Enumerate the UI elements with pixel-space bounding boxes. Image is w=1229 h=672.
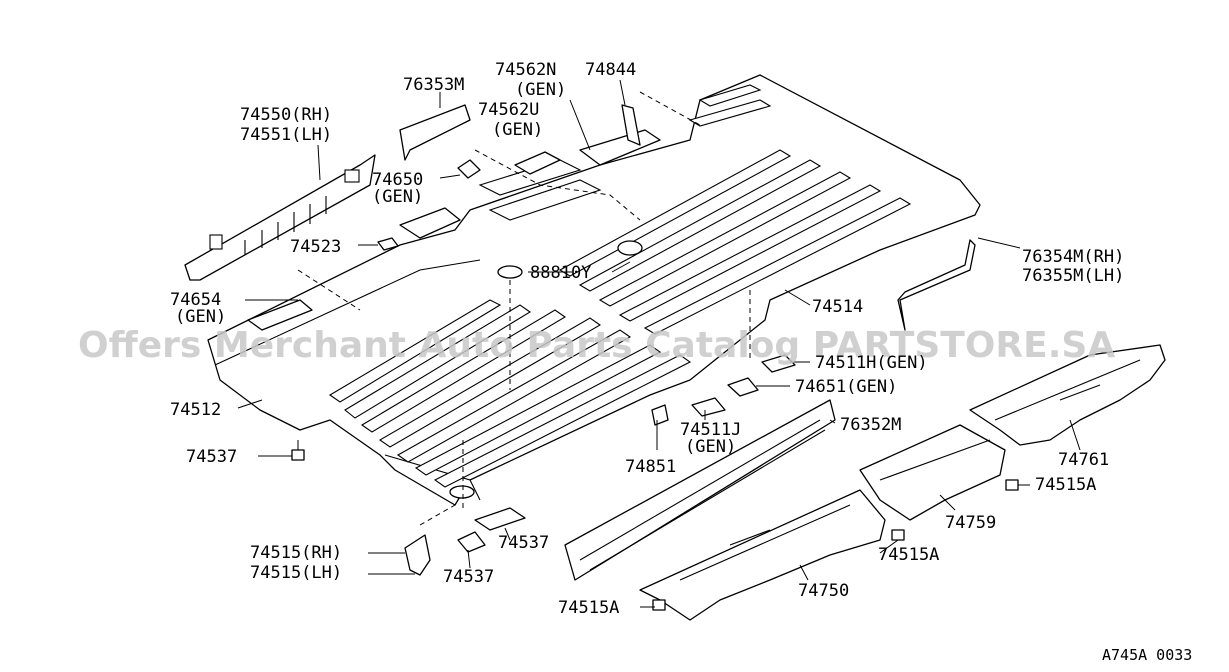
bracket-74851 — [651, 404, 669, 426]
patch-74511H — [761, 354, 796, 373]
patch-74562U — [514, 151, 561, 175]
label-76355M: 76355M(LH) — [1022, 266, 1124, 286]
bracket-74844 — [621, 104, 641, 146]
label-74562U-gen: (GEN) — [492, 120, 543, 140]
bolt-74537 — [291, 440, 305, 461]
label-76353M: 76353M — [403, 75, 464, 95]
label-74515-lh: 74515(LH) — [250, 563, 342, 583]
cross-member-76352M — [564, 399, 836, 581]
watermark-text: Offers Merchant Auto Parts Catalog PARTS… — [78, 325, 1115, 366]
side-panel-74550 — [184, 154, 376, 281]
patch-74562N — [579, 129, 661, 166]
floor-ribs-rear — [558, 84, 912, 335]
bolt-74515A-2 — [891, 529, 905, 541]
label-88810Y: 88810Y — [530, 263, 591, 283]
label-74515A-2: 74515A — [878, 545, 939, 565]
label-74511H: 74511H(GEN) — [815, 353, 928, 373]
bolt-74515A-3 — [652, 599, 666, 611]
label-74550: 74550(RH) — [240, 105, 332, 125]
label-74537-c: 74537 — [443, 567, 494, 587]
label-74562N: 74562N — [495, 60, 556, 80]
label-74761: 74761 — [1058, 450, 1109, 470]
floor-ribs-front — [328, 299, 692, 488]
label-74512: 74512 — [170, 400, 221, 420]
label-74514: 74514 — [812, 297, 863, 317]
label-74650-gen: (GEN) — [372, 187, 423, 207]
label-74750: 74750 — [798, 581, 849, 601]
insulator-74750 — [639, 489, 886, 621]
bracket-76353M — [399, 104, 471, 161]
bracket-74515 — [404, 534, 431, 576]
plug-74523 — [377, 237, 399, 251]
insulator-74759 — [859, 424, 1006, 521]
label-74651: 74651(GEN) — [795, 377, 897, 397]
label-74562N-gen: (GEN) — [515, 80, 566, 100]
patch-74650b — [399, 207, 461, 239]
patch-74650 — [457, 159, 481, 179]
label-74851: 74851 — [625, 457, 676, 477]
label-74511J: 74511J — [680, 420, 741, 440]
label-74515A-3: 74515A — [558, 598, 619, 618]
label-74562U: 74562U — [478, 100, 539, 120]
patch-74651 — [727, 377, 759, 397]
patch-74537b — [474, 507, 526, 531]
label-76352M: 76352M — [840, 415, 901, 435]
bolt-74515A-1 — [1005, 479, 1019, 491]
label-74515-rh: 74515(RH) — [250, 543, 342, 563]
label-76354M: 76354M(RH) — [1022, 247, 1124, 267]
diagram-code: A745A 0033 — [1102, 646, 1192, 664]
label-74537-a: 74537 — [186, 447, 237, 467]
label-74759: 74759 — [945, 513, 996, 533]
leader-lines — [237, 79, 1081, 608]
label-74650: 74650 — [372, 170, 423, 190]
insulator-74761 — [969, 344, 1166, 446]
label-74523: 74523 — [290, 237, 341, 257]
label-74654: 74654 — [170, 290, 221, 310]
patch-74654 — [247, 299, 313, 331]
patch-74511J — [691, 397, 726, 417]
clip-74537c — [457, 531, 486, 553]
label-74844: 74844 — [585, 60, 636, 80]
bracket-76354M — [897, 239, 976, 331]
label-74537-b: 74537 — [498, 533, 549, 553]
label-74515A-1: 74515A — [1035, 475, 1096, 495]
part-labels: 76353M 74562N (GEN) 74844 74562U (GEN) 7… — [170, 60, 1124, 618]
floor-panel-74512 — [207, 74, 981, 506]
label-74654-gen: (GEN) — [175, 307, 226, 327]
label-74511J-gen: (GEN) — [685, 437, 736, 457]
label-74551: 74551(LH) — [240, 125, 332, 145]
